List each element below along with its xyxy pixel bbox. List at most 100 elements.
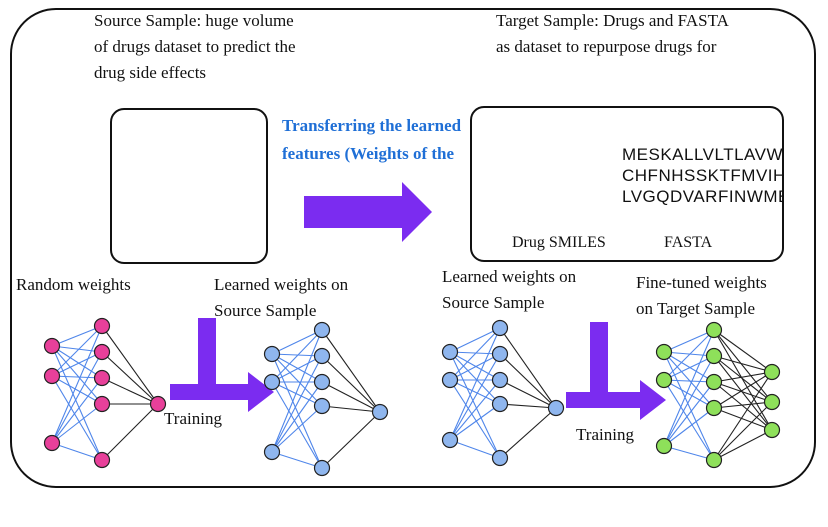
network-edge	[51, 351, 103, 444]
network-edge	[51, 345, 103, 379]
network-edge	[663, 329, 715, 447]
network-edge	[449, 351, 501, 405]
network-node	[441, 343, 459, 361]
network-edge	[449, 351, 501, 381]
network-node	[371, 403, 389, 421]
random-weights-label: Random weights	[16, 275, 131, 294]
network-edge	[713, 355, 773, 373]
network-edge	[713, 371, 773, 461]
diagram-frame	[10, 8, 816, 488]
network-edge	[271, 353, 323, 357]
transfer-label: Transferring the learned features (Weigh…	[282, 116, 462, 163]
network-node	[705, 321, 723, 339]
target-sample-caption: Target Sample: Drugs and FASTA as datase…	[496, 11, 729, 56]
network-4	[655, 321, 781, 469]
network-node	[441, 431, 459, 449]
network-node	[313, 321, 331, 339]
drug-smiles-label: Drug SMILES	[512, 234, 606, 251]
network-edge	[271, 355, 323, 383]
network-edge	[101, 351, 159, 405]
network-edge	[449, 353, 501, 381]
network-edge	[101, 403, 159, 461]
network-edge	[51, 377, 103, 444]
network-node	[491, 319, 509, 337]
network-edge	[271, 405, 323, 453]
network-edge	[713, 407, 773, 431]
network-edge	[713, 401, 773, 461]
network-2	[263, 321, 389, 477]
network-node	[93, 395, 111, 413]
network-edge	[713, 371, 773, 383]
network-node	[43, 434, 61, 452]
network-edge	[499, 353, 557, 409]
network-edge	[271, 355, 323, 453]
arrows-group	[170, 182, 666, 420]
molecule-fasta-panel	[470, 106, 784, 262]
network-edge	[321, 405, 381, 413]
network-edge	[713, 355, 773, 431]
network-edge	[449, 379, 501, 459]
network-edge	[321, 355, 381, 413]
fasta-label: FASTA	[664, 234, 713, 251]
network-edge	[663, 351, 715, 461]
network-edge	[321, 411, 381, 469]
network-edge	[271, 381, 323, 407]
learned-weights-source-label-1: Learned weights on Source Sample	[214, 275, 349, 320]
network-edge	[663, 351, 715, 383]
network-node	[655, 343, 673, 361]
network-edge	[713, 329, 773, 431]
training-arrow-2	[566, 322, 666, 420]
network-edge	[713, 401, 773, 409]
source-sample-caption: Source Sample: huge volume of drugs data…	[94, 11, 296, 82]
network-edge	[101, 325, 159, 405]
network-edge	[449, 353, 501, 441]
network-edge	[101, 377, 159, 405]
network-edge	[663, 351, 715, 409]
network-node	[763, 393, 781, 411]
network-edge	[449, 379, 501, 441]
network-node	[43, 337, 61, 355]
network-node	[441, 371, 459, 389]
network-edge	[271, 353, 323, 407]
network-node	[763, 363, 781, 381]
network-node	[263, 373, 281, 391]
network-edge	[449, 439, 501, 459]
network-edge	[499, 403, 557, 409]
network-edge	[663, 379, 715, 409]
network-node	[313, 397, 331, 415]
neural-networks-group	[43, 317, 781, 477]
network-edge	[499, 407, 557, 459]
network-node	[705, 451, 723, 469]
network-edge	[51, 442, 103, 461]
network-edge	[663, 329, 715, 381]
network-node	[491, 449, 509, 467]
network-edge	[51, 351, 103, 377]
network-edge	[271, 381, 323, 469]
network-node	[655, 371, 673, 389]
network-edge	[663, 355, 715, 381]
network-edge	[51, 403, 103, 444]
network-edge	[51, 325, 103, 347]
network-edge	[271, 329, 323, 453]
network-node	[705, 399, 723, 417]
network-edge	[663, 379, 715, 383]
network-edge	[499, 379, 557, 409]
network-1	[43, 317, 167, 469]
network-node	[313, 347, 331, 365]
network-edge	[713, 381, 773, 403]
network-edge	[51, 375, 103, 379]
network-edge	[51, 325, 103, 377]
network-node	[491, 345, 509, 363]
training-arrow-1	[170, 318, 274, 412]
network-edge	[663, 445, 715, 461]
training-label-2: Training	[576, 425, 634, 444]
drugs-pills-image	[110, 108, 268, 264]
network-node	[313, 459, 331, 477]
network-node	[93, 369, 111, 387]
network-edge	[449, 327, 501, 381]
network-node	[93, 343, 111, 361]
network-edge	[713, 429, 773, 461]
transfer-arrow	[304, 182, 432, 242]
network-edge	[449, 327, 501, 353]
network-edge	[51, 375, 103, 405]
